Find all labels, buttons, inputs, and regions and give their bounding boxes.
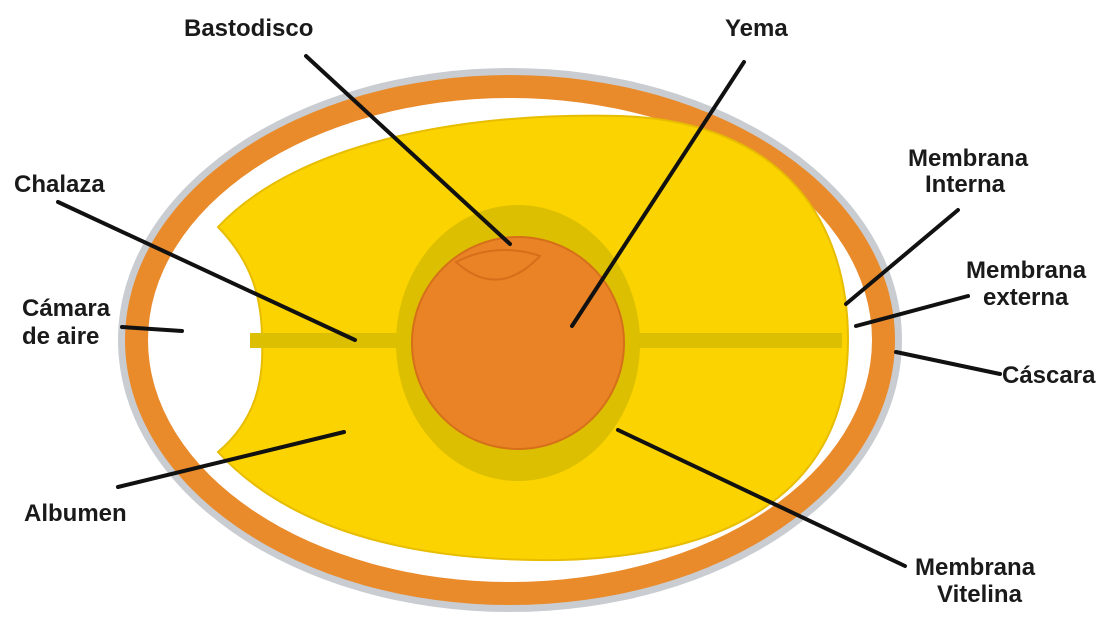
label-bastodisco: Bastodisco: [184, 15, 313, 42]
label-membrana-interna-line2: Interna: [925, 171, 1006, 198]
label-yema: Yema: [725, 15, 788, 42]
leader-cascara: [896, 352, 1000, 374]
label-chalaza: Chalaza: [14, 171, 105, 198]
chalaza-band-right: [610, 333, 842, 348]
chalaza-band-left: [250, 333, 410, 348]
label-camara-line1: Cámara: [22, 295, 111, 322]
label-membrana-externa-line1: Membrana: [966, 257, 1087, 284]
label-membrana-interna-line1: Membrana: [908, 145, 1029, 172]
label-membrana-vitelina-line1: Membrana: [915, 554, 1036, 581]
label-albumen: Albumen: [24, 500, 127, 527]
label-cascara: Cáscara: [1002, 362, 1096, 389]
label-camara-line2: de aire: [22, 323, 99, 350]
label-membrana-vitelina-line2: Vitelina: [937, 581, 1023, 608]
label-membrana-externa-line2: externa: [983, 284, 1069, 311]
